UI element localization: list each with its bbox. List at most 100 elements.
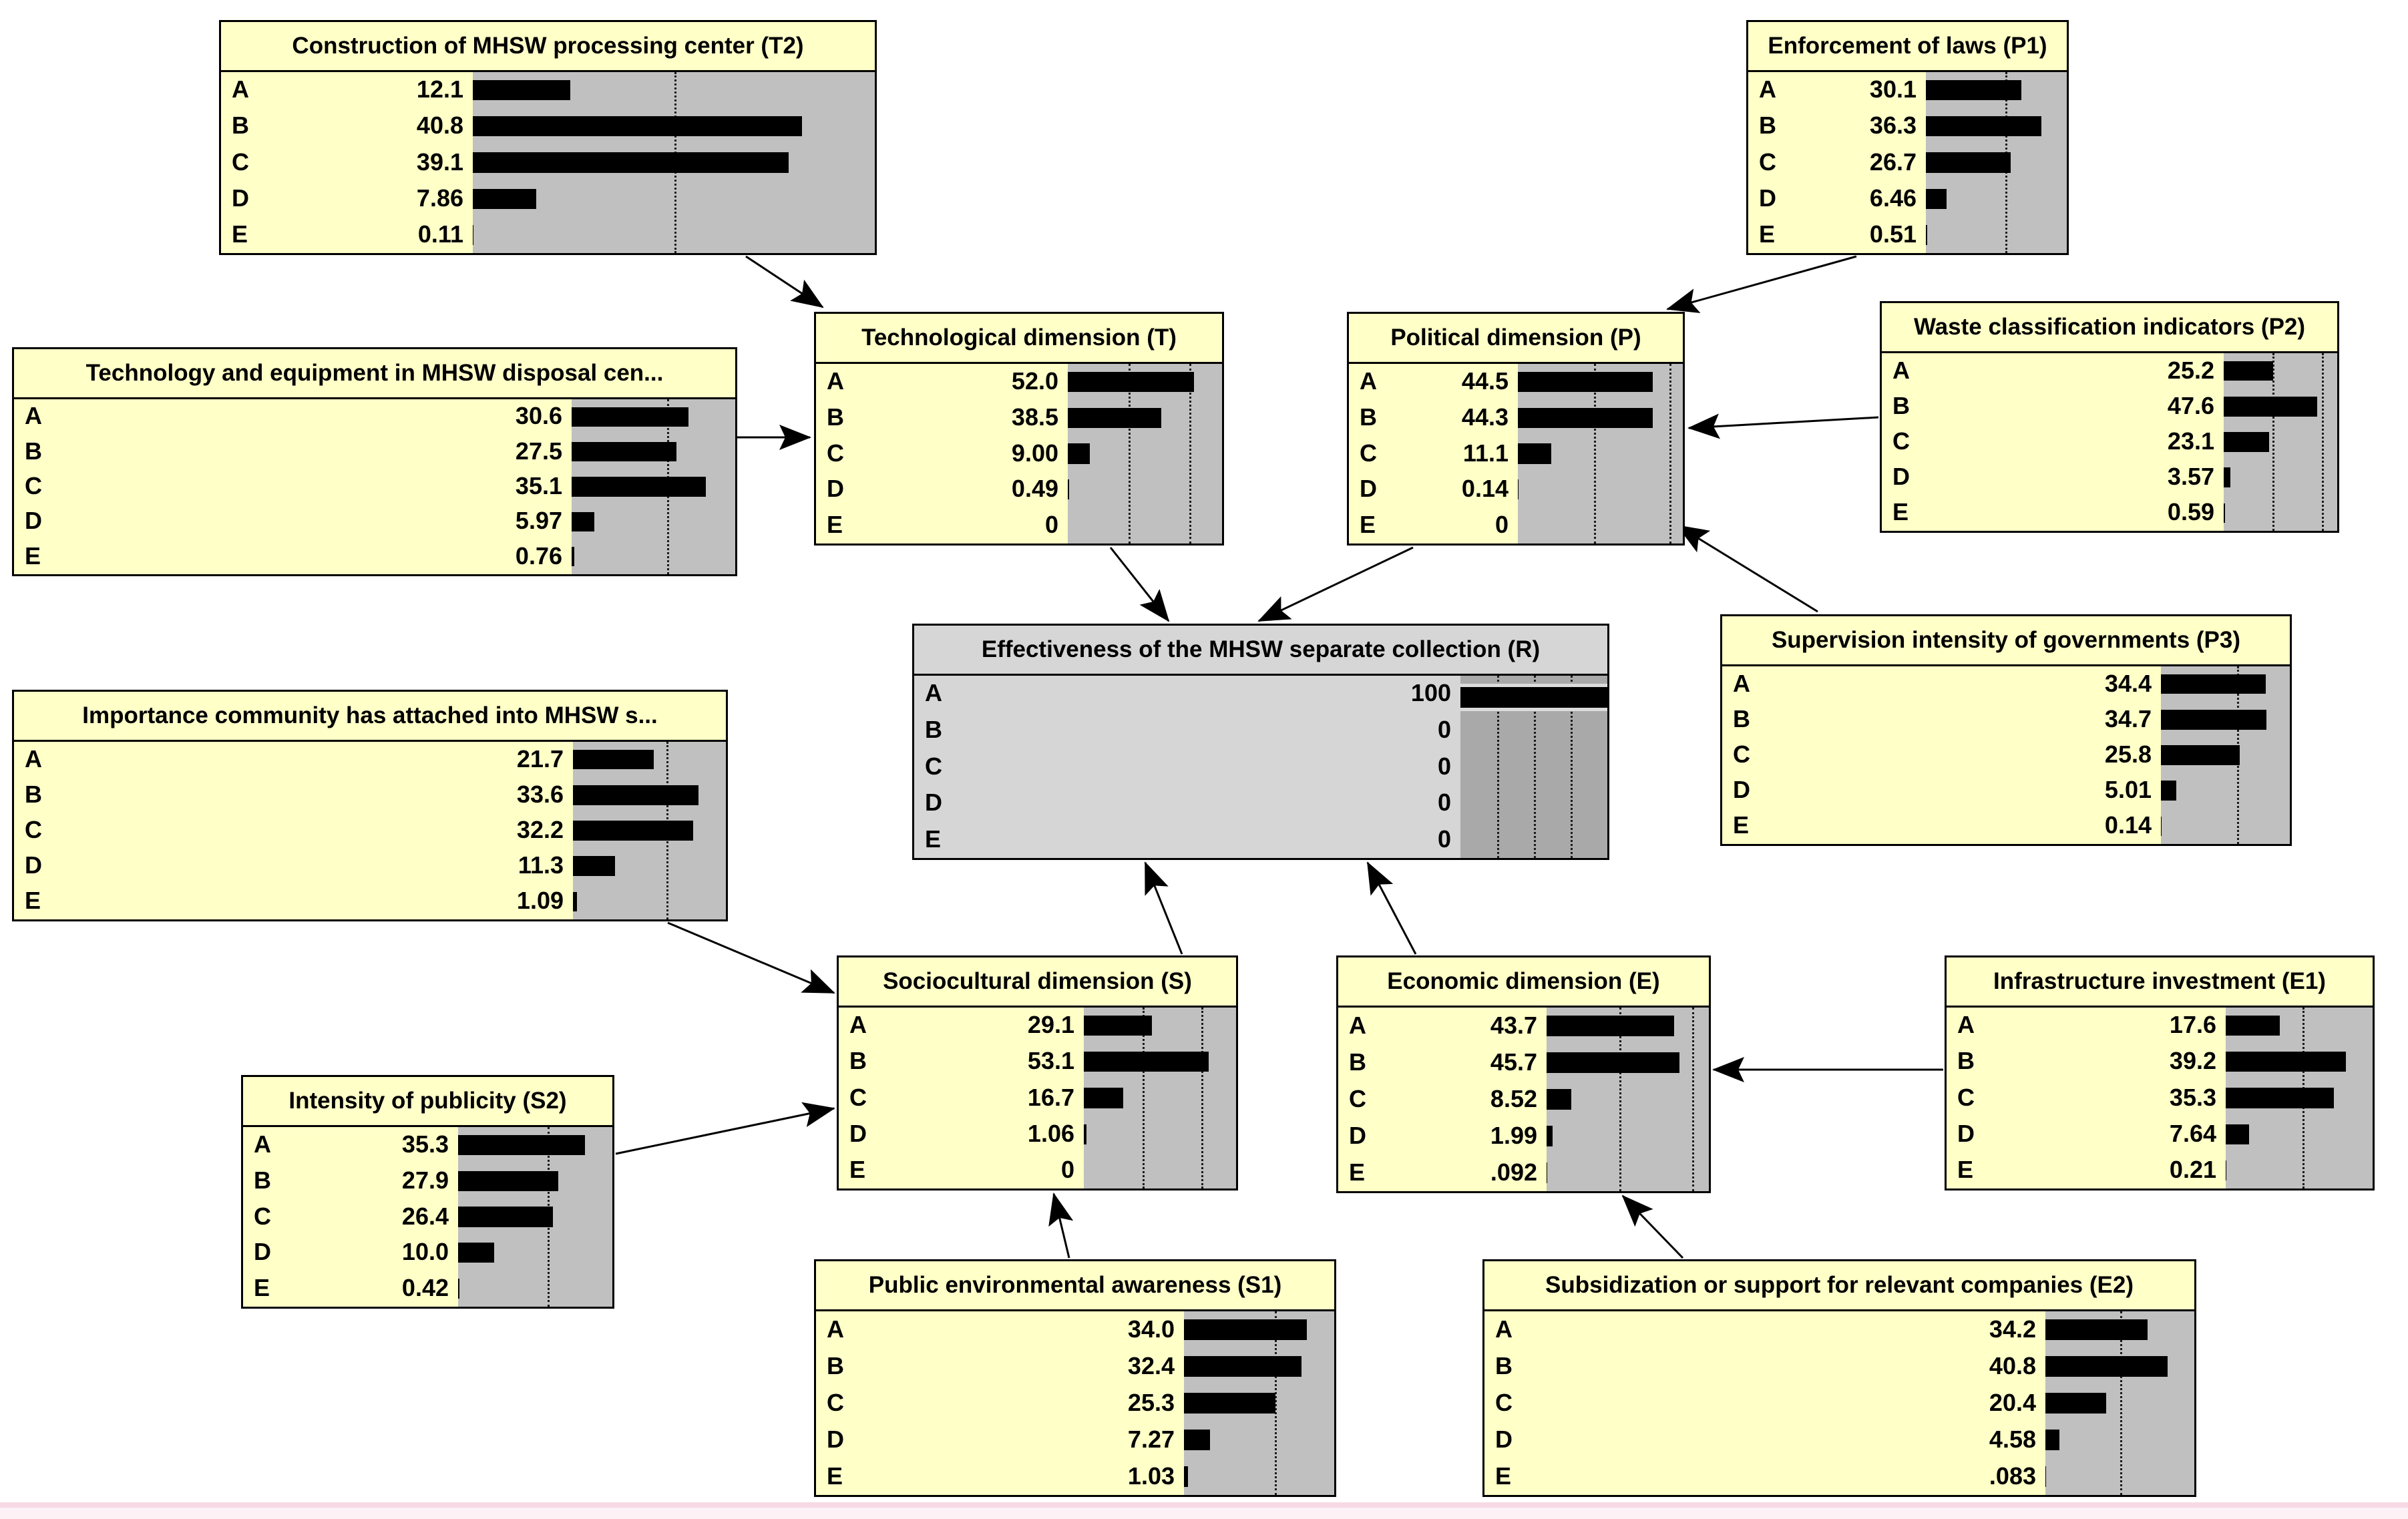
state-value-P1-E: 0.51 (1869, 220, 1917, 248)
state-value-T-E: 0 (1044, 511, 1058, 539)
prob-bar-E2-C (2045, 1393, 2107, 1414)
state-value-P2-A: 25.2 (2167, 356, 2214, 384)
bar-area-R (1460, 676, 1607, 858)
state-value-P2-E: 0.59 (2167, 498, 2214, 526)
edge-E-to-R (1366, 861, 1417, 955)
prob-bar-T1-E (572, 547, 575, 567)
bn-node-T1[interactable]: Technology and equipment in MHSW disposa… (12, 347, 737, 576)
bar-area-P1 (1926, 72, 2067, 253)
state-label-T2-C: C (232, 148, 249, 176)
state-value-E-B: 45.7 (1490, 1048, 1537, 1076)
state-value-P2-B: 47.6 (2167, 391, 2214, 419)
state-value-E1-A: 17.6 (2169, 1011, 2216, 1039)
state-value-E-C: 8.52 (1490, 1084, 1537, 1112)
node-title-S3: Importance community has attached into M… (14, 692, 726, 742)
state-value-S1-E: 1.03 (1127, 1462, 1175, 1490)
bn-node-S3[interactable]: Importance community has attached into M… (12, 690, 728, 921)
prob-bar-S2-B (458, 1170, 558, 1191)
state-value-S1-C: 25.3 (1127, 1388, 1175, 1416)
prob-bar-E1-D (2226, 1124, 2250, 1144)
prob-bar-T1-A (572, 407, 689, 427)
gridline-T-25 (1129, 364, 1131, 544)
prob-bar-S3-B (573, 785, 698, 805)
state-value-E2-E: .083 (1989, 1462, 2036, 1490)
prob-bar-P3-E (2161, 816, 2162, 837)
state-value-P-D: 0.14 (1461, 475, 1509, 503)
prob-bar-R-A (1460, 684, 1607, 711)
node-title-P1: Enforcement of laws (P1) (1748, 22, 2067, 72)
state-label-P1-D: D (1759, 184, 1776, 212)
state-label-P-A: A (1360, 367, 1377, 395)
prob-bar-S2-D (458, 1243, 494, 1263)
bar-area-T1 (572, 399, 735, 574)
state-value-P3-A: 34.4 (2104, 669, 2152, 697)
state-label-R-C: C (925, 752, 942, 780)
edge-E2-to-E (1621, 1195, 1684, 1259)
state-label-T-B: B (827, 403, 844, 431)
prob-bar-P1-D (1926, 188, 1947, 209)
state-label-S1-C: C (827, 1388, 844, 1416)
state-label-T1-A: A (25, 402, 42, 430)
prob-bar-S3-A (573, 749, 654, 770)
node-title-R: Effectiveness of the MHSW separate colle… (914, 626, 1607, 676)
bn-node-T2[interactable]: Construction of MHSW processing center (… (219, 20, 877, 255)
bn-node-E2[interactable]: Subsidization or support for relevant co… (1482, 1259, 2196, 1497)
state-label-E-B: B (1349, 1048, 1366, 1076)
node-title-T1: Technology and equipment in MHSW disposa… (14, 349, 735, 399)
bar-area-S (1084, 1008, 1236, 1188)
state-label-R-B: B (925, 715, 942, 743)
state-label-P-D: D (1360, 475, 1377, 503)
state-label-S3-A: A (25, 744, 42, 773)
bn-node-R[interactable]: Effectiveness of the MHSW separate colle… (912, 624, 1609, 860)
prob-bar-E-C (1547, 1089, 1572, 1110)
state-label-R-A: A (925, 679, 942, 707)
prob-bar-S1-E (1184, 1466, 1188, 1487)
edge-S-to-R (1144, 861, 1183, 955)
state-value-S3-B: 33.6 (516, 780, 564, 808)
state-label-E1-B: B (1957, 1047, 1975, 1075)
state-value-S2-A: 35.3 (401, 1130, 449, 1158)
state-value-T2-B: 40.8 (416, 112, 463, 140)
state-value-T2-A: 12.1 (416, 75, 463, 103)
node-title-P3: Supervision intensity of governments (P3… (1722, 616, 2290, 666)
state-value-T-B: 38.5 (1011, 403, 1058, 431)
state-value-E2-A: 34.2 (1989, 1315, 2036, 1343)
bar-area-S3 (573, 742, 726, 919)
state-value-E1-E: 0.21 (2169, 1155, 2216, 1183)
state-label-E1-D: D (1957, 1119, 1975, 1147)
prob-bar-T-B (1068, 407, 1162, 428)
state-label-E-E: E (1349, 1158, 1366, 1186)
prob-bar-P2-A (2224, 361, 2273, 381)
node-title-P2: Waste classification indicators (P2) (1882, 303, 2337, 353)
state-label-S2-D: D (254, 1238, 271, 1266)
state-label-P2-D: D (1892, 463, 1910, 491)
state-value-P1-C: 26.7 (1869, 148, 1917, 176)
state-label-E2-C: C (1495, 1388, 1513, 1416)
state-value-E-A: 43.7 (1490, 1011, 1537, 1039)
prob-bar-S2-E (458, 1279, 460, 1299)
edge-S3-to-S (667, 921, 835, 994)
state-label-T2-D: D (232, 184, 249, 212)
state-label-P2-B: B (1892, 391, 1910, 419)
bn-node-P3[interactable]: Supervision intensity of governments (P3… (1720, 614, 2292, 846)
state-label-S2-E: E (254, 1274, 270, 1302)
state-label-S-E: E (849, 1155, 866, 1183)
state-label-P3-C: C (1733, 740, 1750, 768)
node-title-E: Economic dimension (E) (1338, 957, 1709, 1008)
state-label-P2-C: C (1892, 427, 1910, 455)
edge-P-to-R (1257, 546, 1414, 622)
